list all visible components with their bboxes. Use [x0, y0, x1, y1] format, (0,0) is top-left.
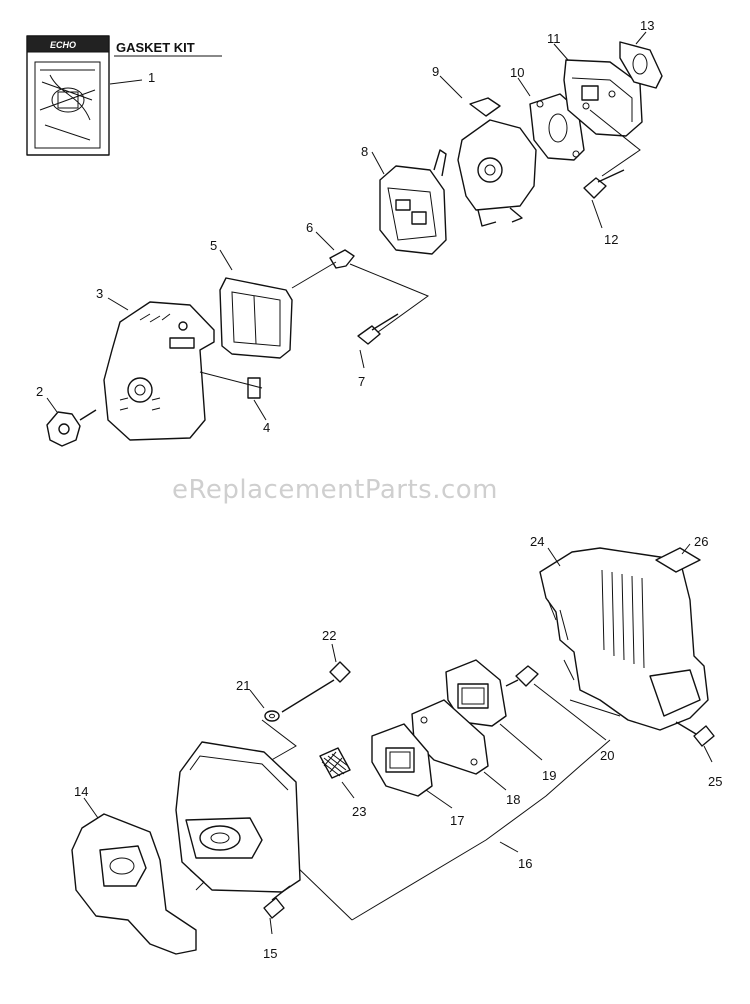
part-12-screw[interactable] — [583, 169, 625, 199]
part-2-knob[interactable] — [46, 409, 97, 447]
callout-12: 12 — [604, 232, 618, 247]
callout-18: 18 — [506, 792, 520, 807]
part-9-carburetor[interactable] — [457, 97, 537, 227]
part-7-bolt[interactable] — [357, 313, 399, 345]
watermark: eReplacementParts.com — [172, 475, 498, 505]
callout-2: 2 — [36, 384, 43, 399]
callout-22: 22 — [322, 628, 336, 643]
callout-16: 16 — [518, 856, 532, 871]
callout-21: 21 — [236, 678, 250, 693]
part-15-bolt[interactable] — [263, 885, 291, 919]
part-23-spark-arrestor-screen[interactable] — [319, 747, 351, 779]
part-24-cylinder-cover[interactable] — [539, 547, 709, 731]
callout-6: 6 — [306, 220, 313, 235]
callout-8: 8 — [361, 144, 368, 159]
callout-23: 23 — [352, 804, 366, 819]
gasket-kit-title: GASKET KIT — [116, 40, 195, 55]
callout-9: 9 — [432, 64, 439, 79]
callout-26: 26 — [694, 534, 708, 549]
callout-11: 11 — [547, 31, 561, 46]
part-16-muffler[interactable] — [175, 741, 301, 893]
callout-7: 7 — [358, 374, 365, 389]
part-17-muffler-gasket[interactable] — [371, 723, 433, 797]
part-26-label[interactable] — [655, 547, 701, 573]
part-11-insulator[interactable] — [563, 59, 643, 137]
callout-20: 20 — [600, 748, 614, 763]
part-20-screw[interactable] — [505, 665, 539, 687]
callout-15: 15 — [263, 946, 277, 961]
part-22-bolt[interactable] — [281, 661, 351, 713]
part-13-gasket[interactable] — [619, 41, 663, 89]
part-21-washer[interactable] — [264, 710, 280, 722]
part-8-air-cleaner-base[interactable] — [379, 149, 447, 255]
echo-logo: ECHO — [50, 40, 76, 50]
callout-14: 14 — [74, 784, 88, 799]
part-3-air-cleaner-cover[interactable] — [103, 301, 215, 441]
callout-25: 25 — [708, 774, 722, 789]
gasket-kit-package[interactable]: ECHO — [26, 35, 110, 156]
part-6-clip[interactable] — [329, 249, 355, 269]
part-14-muffler-guard[interactable] — [71, 813, 197, 955]
callout-3: 3 — [96, 286, 103, 301]
part-19-gasket[interactable] — [445, 659, 507, 727]
callout-13: 13 — [640, 18, 654, 33]
callout-5: 5 — [210, 238, 217, 253]
callout-19: 19 — [542, 768, 556, 783]
part-4-label[interactable] — [247, 377, 261, 399]
callout-4: 4 — [263, 420, 270, 435]
callout-10: 10 — [510, 65, 524, 80]
callout-24: 24 — [530, 534, 544, 549]
callout-17: 17 — [450, 813, 464, 828]
callout-1: 1 — [148, 70, 155, 85]
part-5-air-filter[interactable] — [219, 277, 293, 359]
part-25-screw[interactable] — [675, 721, 715, 747]
